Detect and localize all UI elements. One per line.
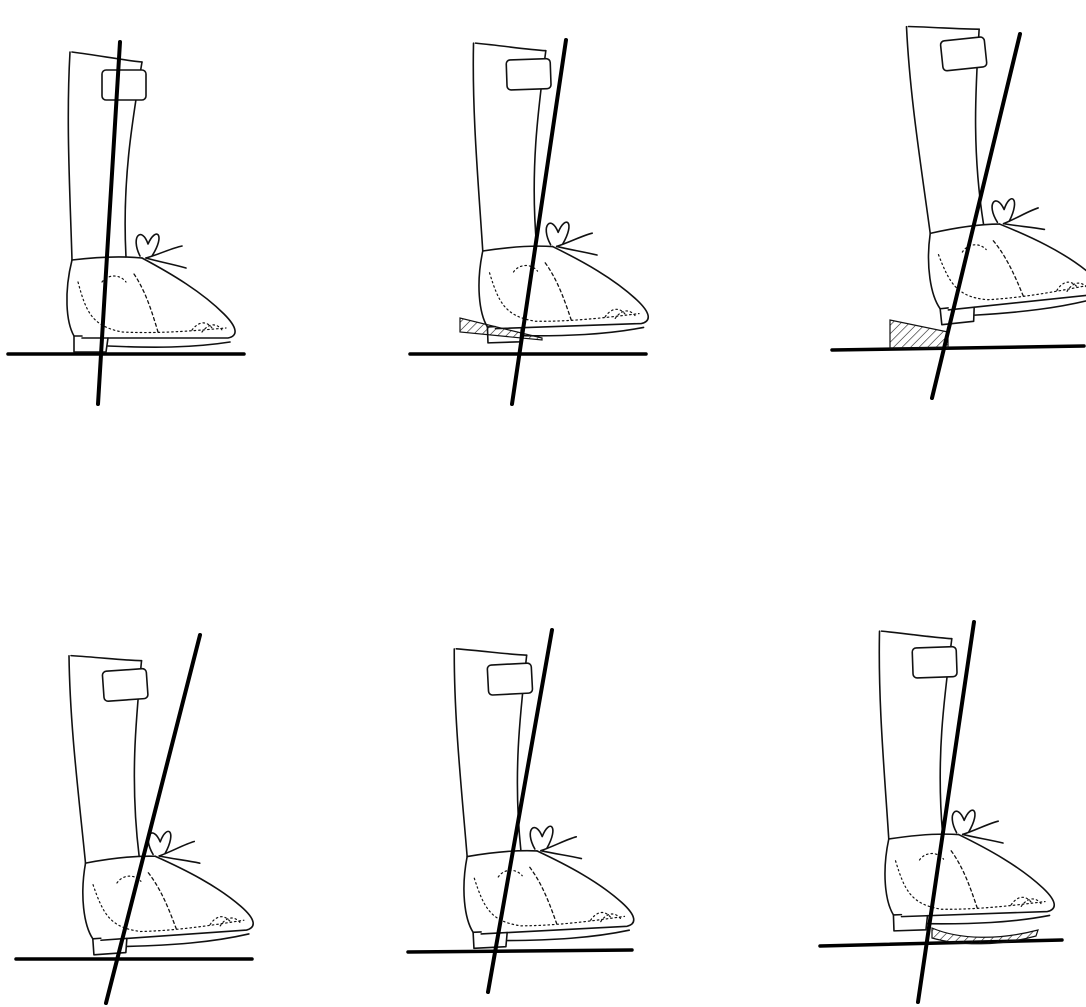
tibia-line-b	[512, 40, 566, 404]
heel-wedge-c	[890, 320, 948, 348]
heel-wedge-b	[460, 318, 542, 340]
panel-a	[8, 42, 244, 404]
panel-b	[410, 37, 649, 404]
panel-e	[408, 630, 635, 992]
panel-d	[16, 635, 255, 1003]
tibia-line-f	[918, 622, 974, 1002]
panel-c	[832, 9, 1086, 398]
panel-f	[820, 622, 1062, 1002]
